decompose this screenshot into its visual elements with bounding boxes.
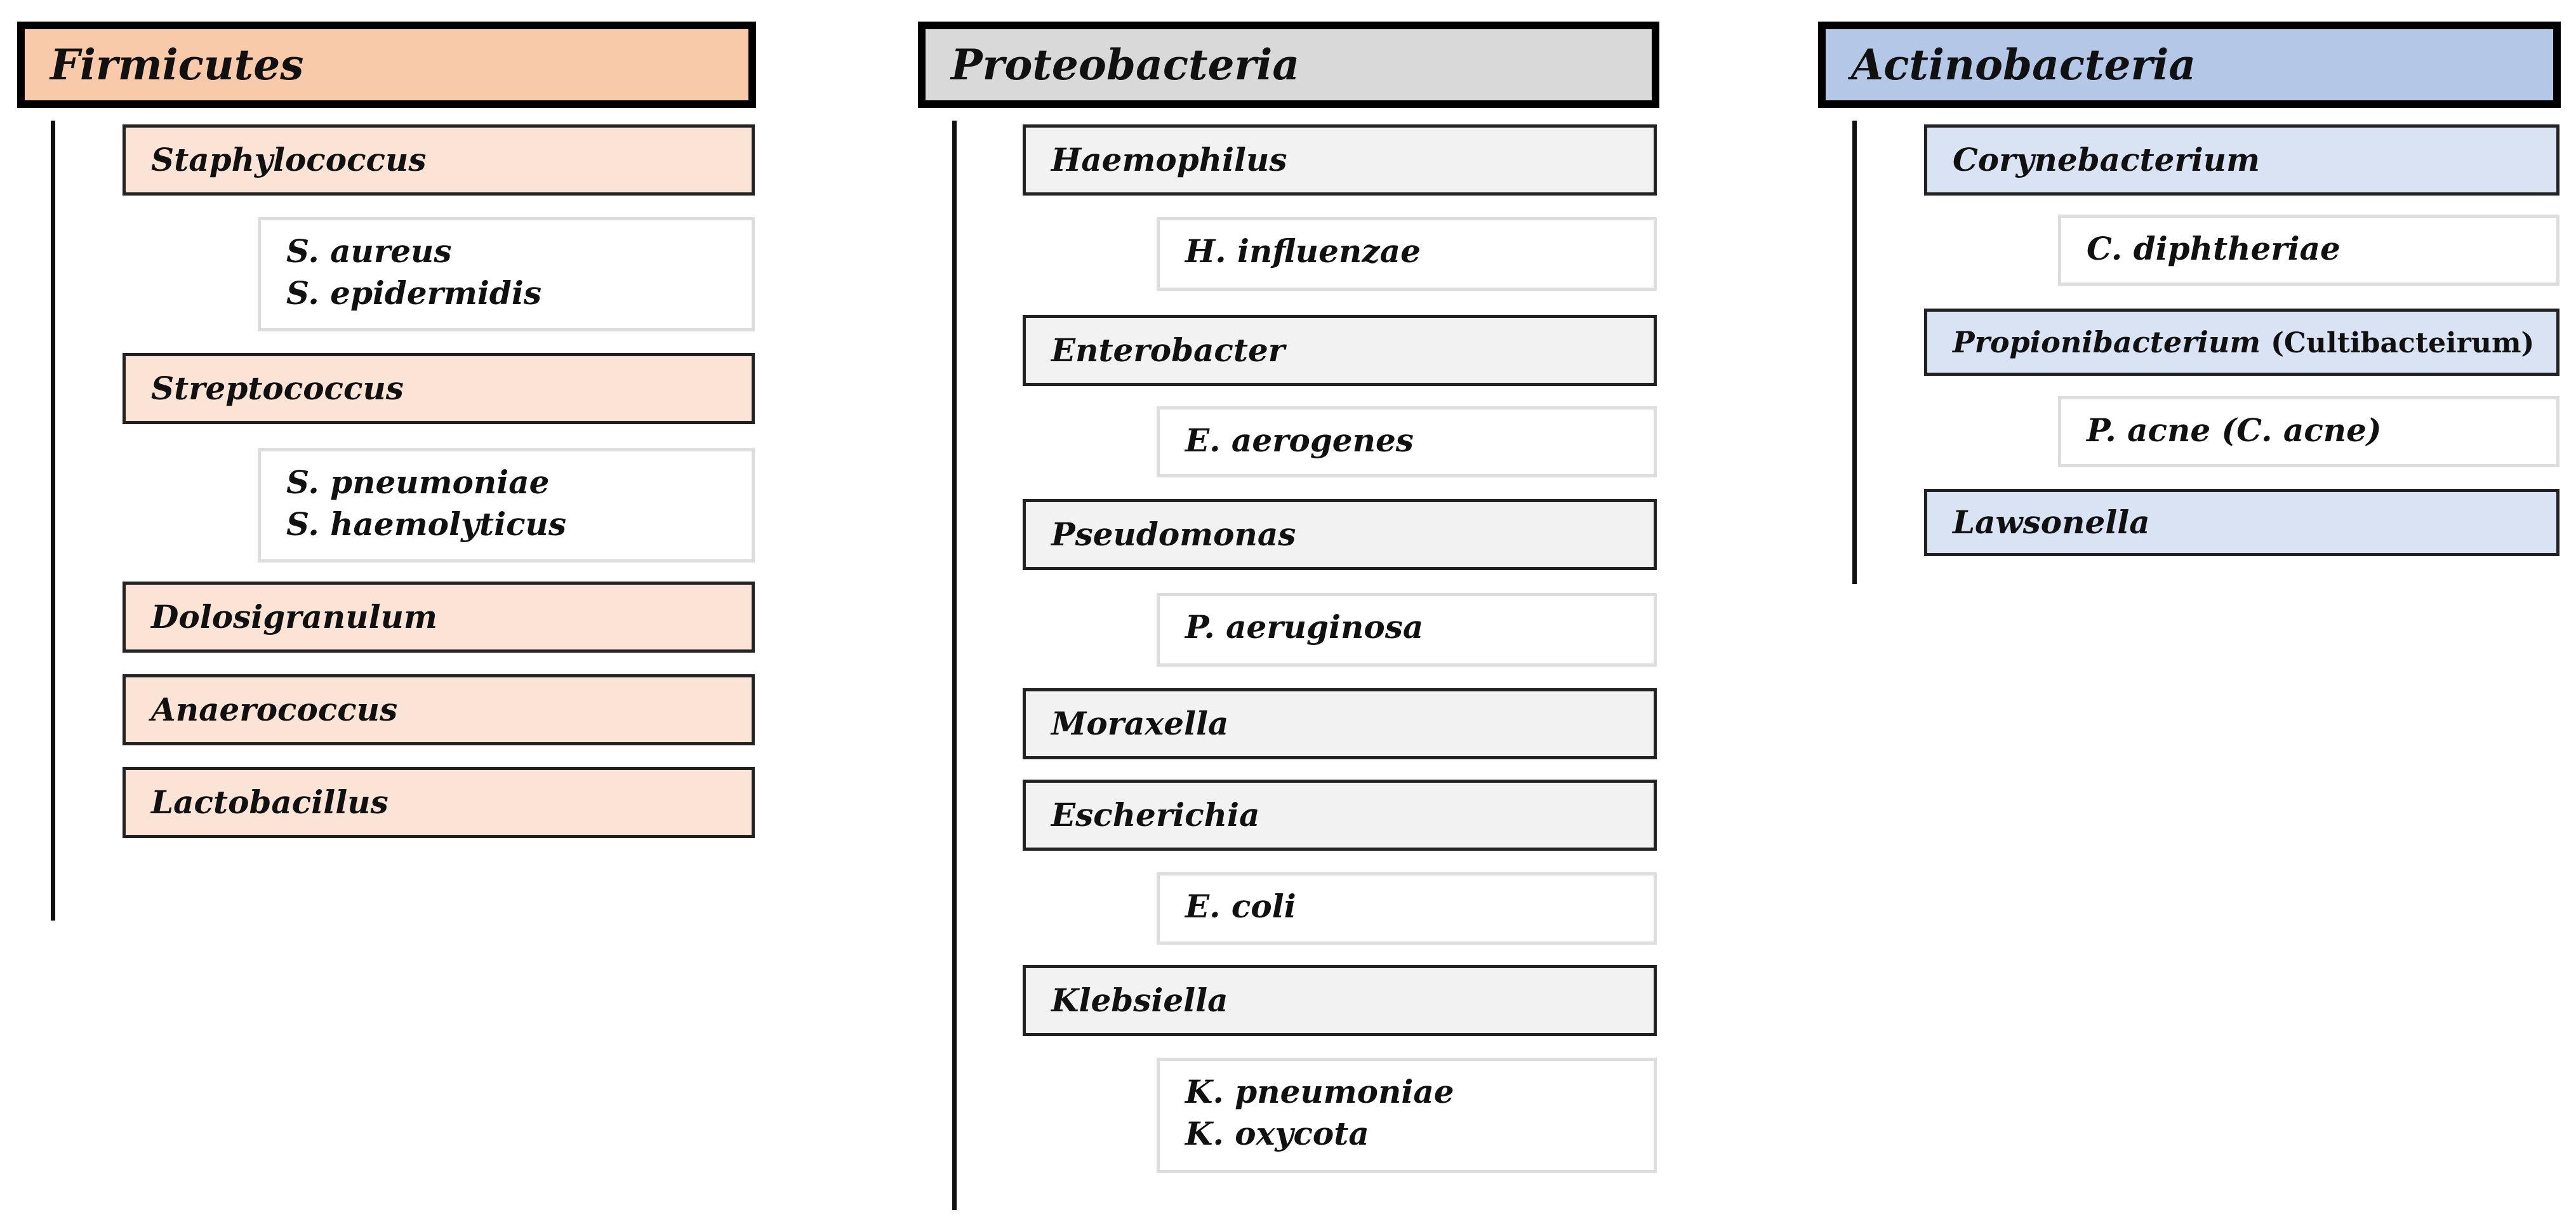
species-label: P. aeruginosa	[1185, 608, 1424, 646]
species-label: S. epidermidis	[286, 274, 542, 312]
phylum-header-actinobacteria: Actinobacteria	[1818, 22, 2561, 108]
genus-box-dolosigranulum: Dolosigranulum	[123, 582, 755, 653]
genus-box-haemophilus: Haemophilus	[1023, 124, 1657, 196]
species-box-haemophilus: H. influenzae	[1157, 217, 1657, 291]
genus-box-corynebacterium: Corynebacterium	[1924, 124, 2559, 196]
connector-line-firmicutes	[51, 121, 55, 921]
genus-alt-label: (Cultibacteirum)	[2271, 327, 2535, 359]
species-box-streptococcus: S. pneumoniae S. haemolyticus	[258, 448, 755, 562]
species-label: C. diphtheriae	[2087, 230, 2340, 267]
species-box-propionibacterium: P. acne (C. acne)	[2058, 396, 2559, 467]
species-box-klebsiella: K. pneumoniae K. oxycota	[1157, 1058, 1657, 1173]
species-label: S. aureus	[286, 232, 452, 270]
species-box-corynebacterium: C. diphtheriae	[2058, 215, 2559, 286]
phylum-header-proteobacteria: Proteobacteria	[918, 22, 1659, 108]
species-label: S. pneumoniae	[286, 463, 550, 501]
genus-box-lactobacillus: Lactobacillus	[123, 767, 755, 838]
genus-box-staphylococcus: Staphylococcus	[123, 124, 755, 196]
genus-box-anaerococcus: Anaerococcus	[123, 674, 755, 745]
species-box-enterobacter: E. aerogenes	[1157, 406, 1657, 477]
species-label: E. coli	[1185, 888, 1296, 925]
connector-line-proteobacteria	[952, 121, 957, 1210]
species-label: E. aerogenes	[1185, 422, 1414, 459]
species-label: H. influenzae	[1185, 232, 1421, 270]
genus-box-moraxella: Moraxella	[1023, 688, 1657, 759]
genus-box-streptococcus: Streptococcus	[123, 353, 755, 424]
species-box-staphylococcus: S. aureus S. epidermidis	[258, 217, 755, 331]
genus-box-klebsiella: Klebsiella	[1023, 965, 1657, 1036]
genus-box-propionibacterium: Propionibacterium (Cultibacteirum)	[1924, 309, 2559, 376]
genus-box-escherichia: Escherichia	[1023, 780, 1657, 851]
species-label: P. acne (C. acne)	[2087, 411, 2382, 449]
species-label: K. oxycota	[1185, 1115, 1369, 1152]
species-label: S. haemolyticus	[286, 505, 567, 543]
connector-line-actinobacteria	[1852, 121, 1857, 584]
genus-label: Propionibacterium	[1953, 325, 2261, 359]
genus-box-enterobacter: Enterobacter	[1023, 315, 1657, 386]
genus-box-lawsonella: Lawsonella	[1924, 489, 2559, 556]
species-box-escherichia: E. coli	[1157, 872, 1657, 945]
species-label: K. pneumoniae	[1185, 1073, 1454, 1110]
genus-box-pseudomonas: Pseudomonas	[1023, 499, 1657, 570]
species-box-pseudomonas: P. aeruginosa	[1157, 593, 1657, 667]
phylum-header-firmicutes: Firmicutes	[17, 22, 756, 108]
